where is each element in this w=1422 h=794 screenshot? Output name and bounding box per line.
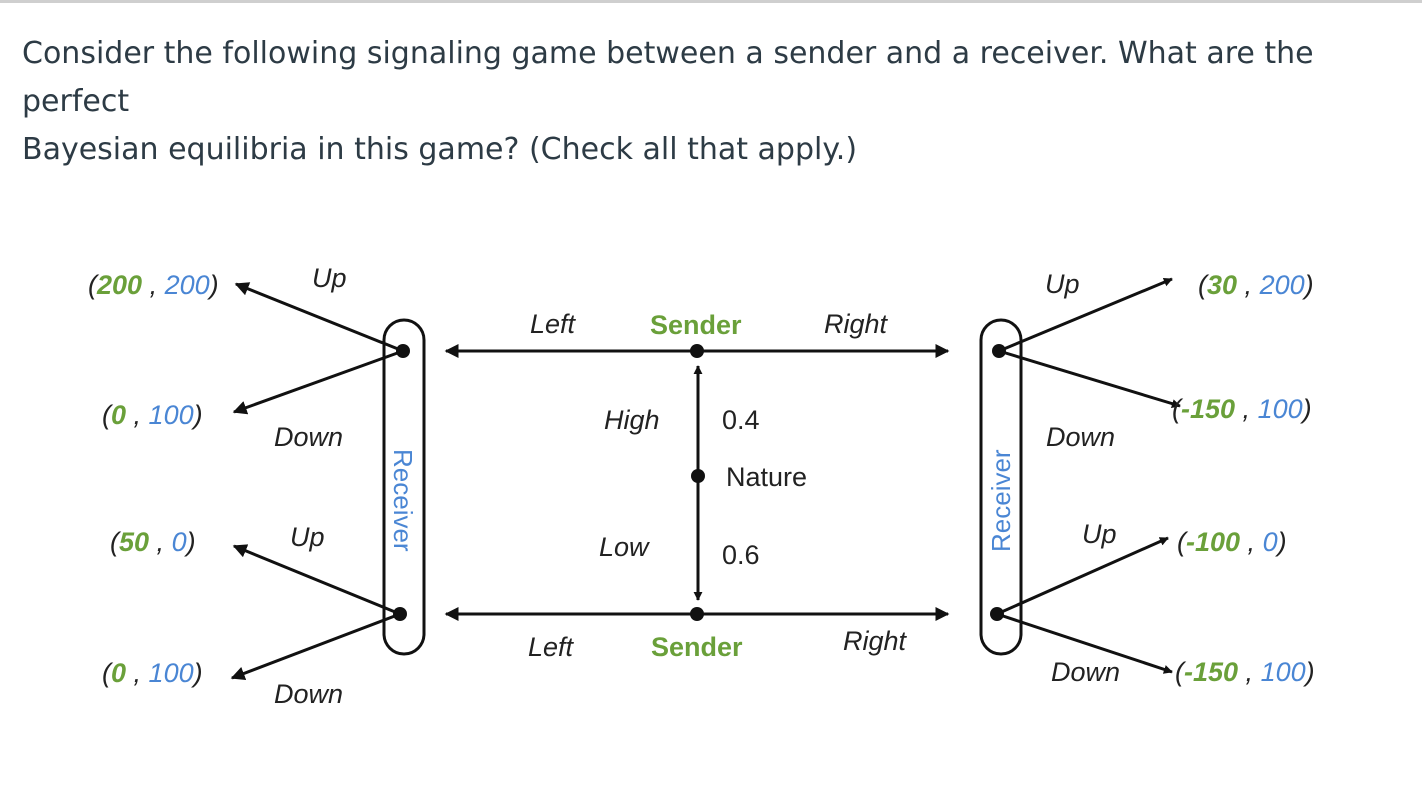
- nature-low-prob: 0.6: [722, 540, 760, 570]
- payoff-sender-value: -150: [1181, 394, 1235, 424]
- payoff-receiver-value: 100: [149, 400, 194, 430]
- payoff-receiver-value: 100: [1258, 394, 1303, 424]
- receiver-left-label: Receiver: [388, 449, 418, 552]
- payoff-sender-value: -100: [1186, 527, 1240, 557]
- payoff-sender-value: 0: [111, 400, 126, 430]
- sender-high-left-label: Left: [530, 309, 577, 339]
- left-high-down-action: Down: [274, 422, 343, 452]
- nature-node: [691, 469, 705, 483]
- payoff-sender-value: 0: [111, 658, 126, 688]
- right-low-down-edge: [996, 612, 1173, 674]
- nature-low-label: Low: [599, 532, 650, 562]
- receiver-left-info-set: [382, 318, 426, 656]
- nature-high-label: High: [604, 405, 660, 435]
- top-rule: [0, 0, 1422, 3]
- receiver-right-high-node: [992, 344, 1006, 358]
- left-low-up-edge: [232, 544, 401, 616]
- sender-high-right-label: Right: [824, 309, 889, 339]
- right-high-up-action: Up: [1045, 269, 1080, 299]
- sender-low-node: [690, 607, 704, 621]
- payoff-left-high-up: (200 , 200): [88, 270, 219, 300]
- left-low-down-action: Down: [274, 679, 343, 709]
- receiver-right-info-set: [979, 318, 1023, 656]
- right-high-down-edge: [998, 349, 1181, 408]
- payoff-right-high-up: (30 , 200): [1198, 270, 1314, 300]
- payoff-right-low-up: (-100 , 0): [1177, 527, 1287, 557]
- payoff-receiver-value: 0: [1263, 527, 1278, 557]
- left-high-down-edge: [232, 349, 404, 415]
- payoff-left-low-down: (0 , 100): [102, 658, 203, 688]
- payoff-right-high-down: (-150 , 100): [1172, 394, 1312, 424]
- sender-low-left-label: Left: [528, 632, 575, 662]
- left-low-up-action: Up: [290, 522, 325, 552]
- receiver-right-low-node: [990, 607, 1004, 621]
- question-line-1: Consider the following signaling game be…: [22, 36, 1314, 119]
- payoff-sender-value: -150: [1184, 657, 1238, 687]
- receiver-left-high-node: [396, 344, 410, 358]
- left-low-down-edge: [230, 612, 401, 681]
- payoff-sender-value: 50: [119, 527, 149, 557]
- payoff-receiver-value: 0: [172, 527, 187, 557]
- payoff-left-high-down: (0 , 100): [102, 400, 203, 430]
- nature-label: Nature: [726, 462, 807, 492]
- question-text: Consider the following signaling game be…: [22, 30, 1402, 174]
- question-line-2: Bayesian equilibria in this game? (Check…: [22, 132, 858, 167]
- payoff-receiver-value: 100: [1261, 657, 1306, 687]
- sender-low-label: Sender: [651, 632, 743, 662]
- nature-high-prob: 0.4: [722, 405, 760, 435]
- receiver-right-label: Receiver: [986, 449, 1016, 552]
- sender-low-right-label: Right: [843, 626, 908, 656]
- left-high-up-action: Up: [312, 263, 347, 293]
- payoff-sender-value: 200: [96, 270, 142, 300]
- right-high-down-action: Down: [1046, 422, 1115, 452]
- receiver-left-low-node: [393, 607, 407, 621]
- right-low-up-action: Up: [1082, 519, 1117, 549]
- payoff-left-low-up: (50 , 0): [110, 527, 196, 557]
- payoff-sender-value: 30: [1207, 270, 1237, 300]
- sender-high-label: Sender: [650, 310, 742, 340]
- left-high-up-edge: [234, 282, 404, 353]
- right-low-down-action: Down: [1051, 657, 1120, 687]
- sender-high-node: [690, 344, 704, 358]
- payoff-receiver-value: 200: [164, 270, 210, 300]
- payoff-right-low-down: (-150 , 100): [1175, 657, 1315, 687]
- right-low-up-edge: [996, 536, 1169, 616]
- right-high-up-edge: [998, 277, 1173, 353]
- payoff-receiver-value: 100: [149, 658, 194, 688]
- payoff-receiver-value: 200: [1259, 270, 1305, 300]
